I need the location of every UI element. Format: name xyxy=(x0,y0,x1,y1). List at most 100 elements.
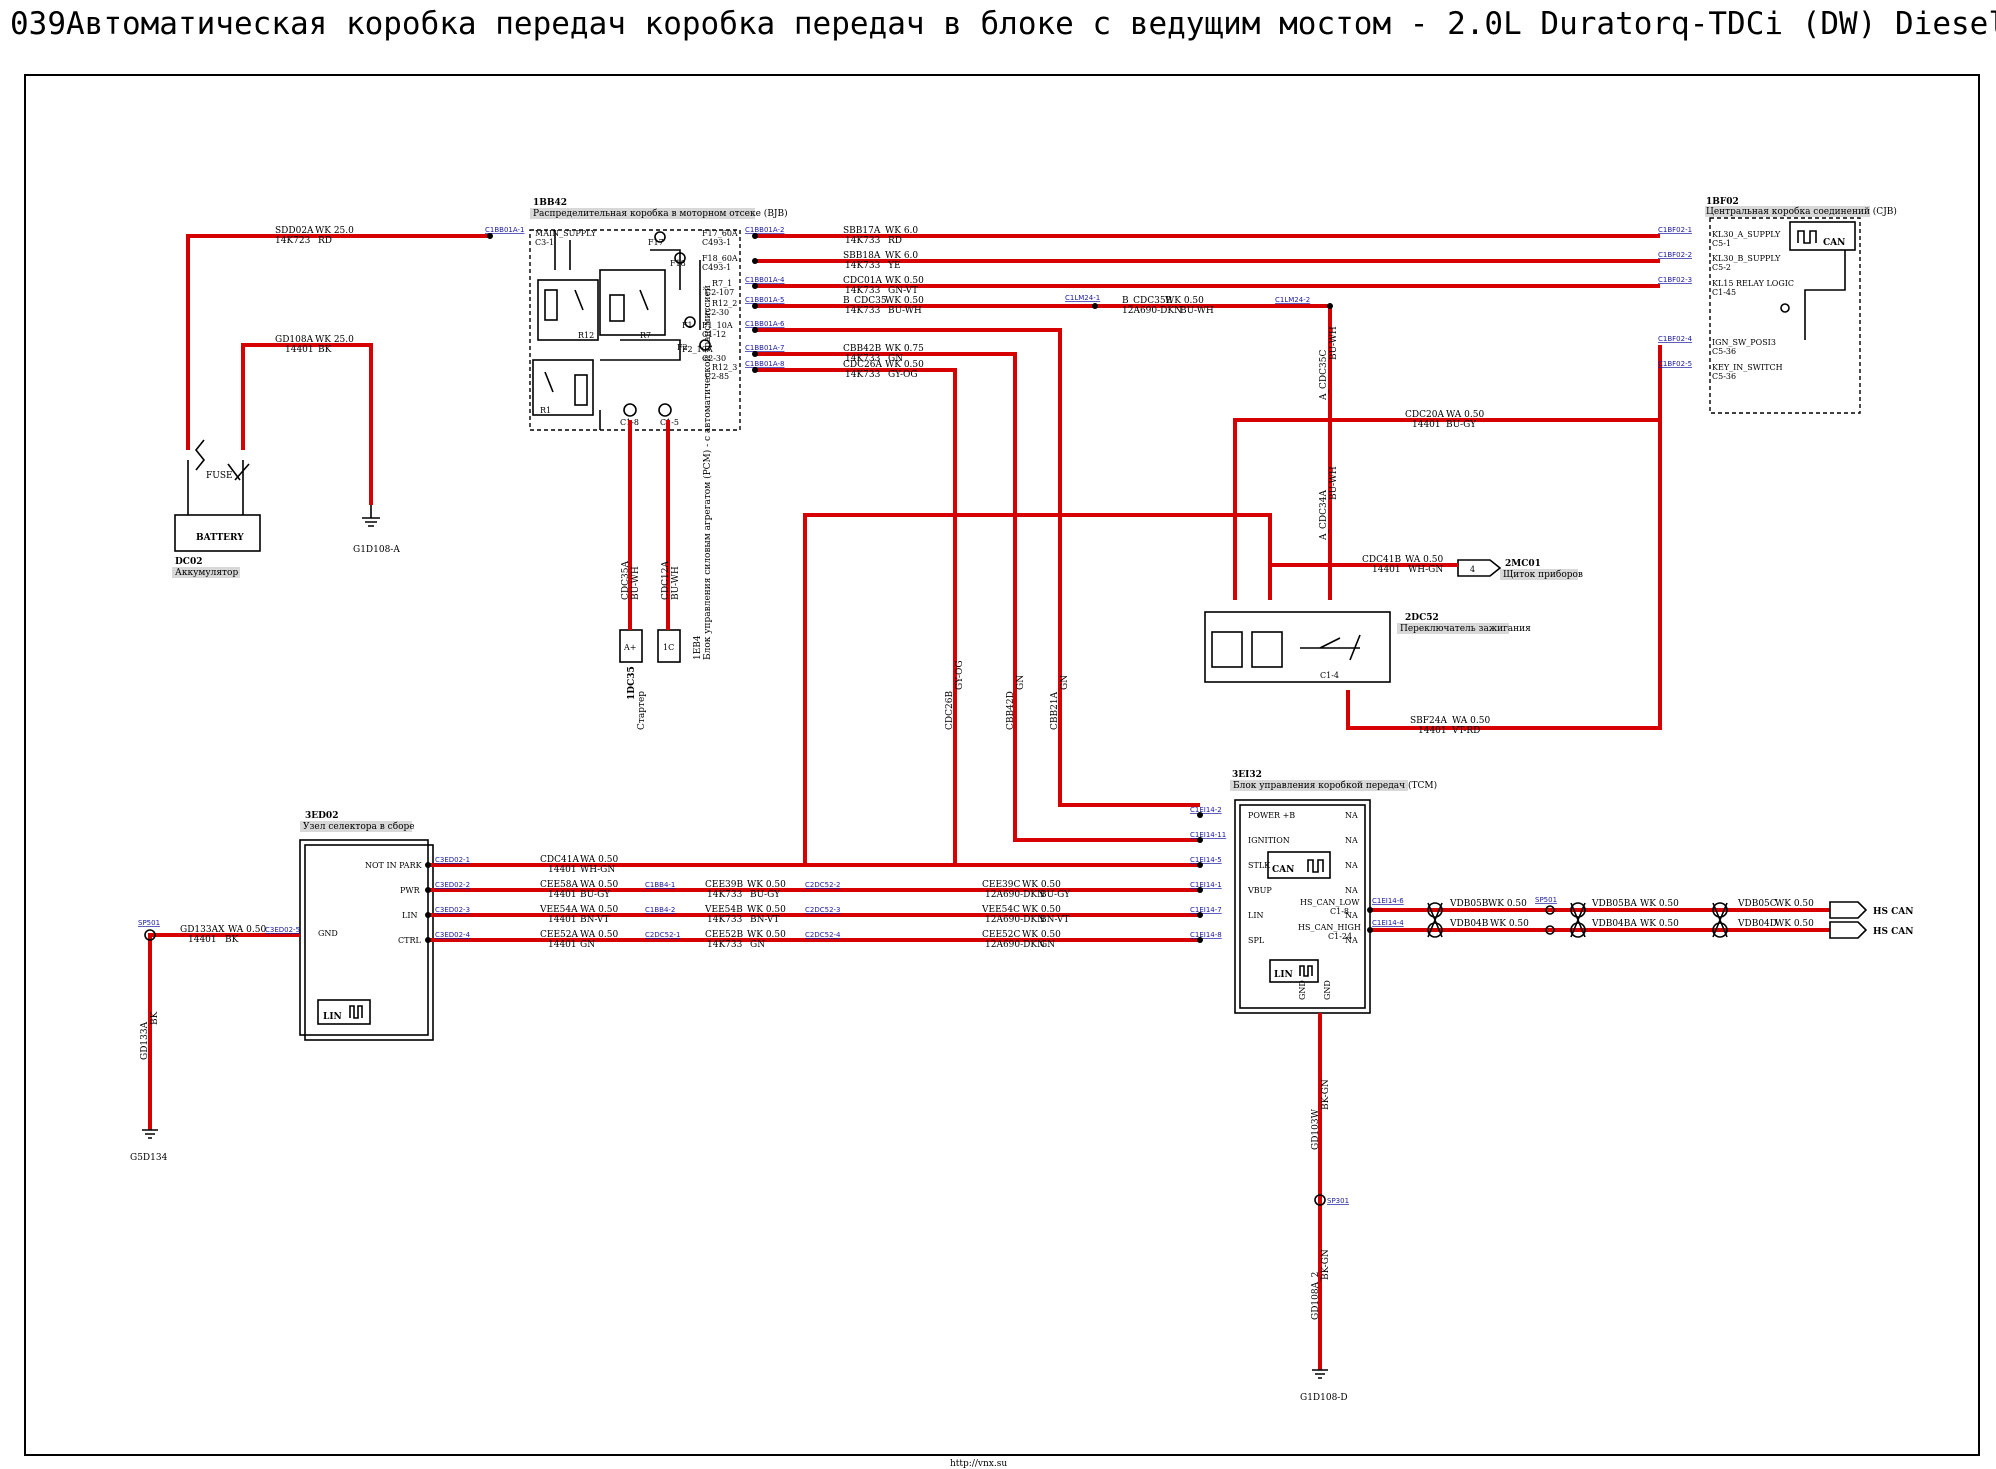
tcm-pin-spl: SPL xyxy=(1248,936,1265,945)
splice-sp501-a: SP501 xyxy=(138,919,160,927)
wire-code-25: 12A690-DKN xyxy=(985,915,1045,925)
bjb-pin-6: R7_1 xyxy=(712,279,732,288)
wire-spec-33: WK 0.50 xyxy=(1488,899,1527,909)
wire-label-24: VEE54B xyxy=(704,905,743,915)
cjb-pin-8: KEY_IN_SWITCH xyxy=(1712,363,1783,372)
wire-spec-36: WK 0.50 xyxy=(1640,919,1679,929)
bjb-inner-5: F17 xyxy=(648,238,664,247)
cjb-pin-3: C5-2 xyxy=(1712,263,1731,272)
wire-code-21: 14K733 xyxy=(707,890,743,900)
wire-code-6: 12A690-DKN xyxy=(1122,306,1182,316)
cjb-pin-2: KL30_B_SUPPLY xyxy=(1712,254,1781,263)
pcm-name: Блок управления силовым агрегатом (PCM) … xyxy=(702,285,713,660)
wire-code-22: 12A690-DKN xyxy=(985,890,1045,900)
wire-spec-7: WK 0.75 xyxy=(885,344,924,354)
selector-assembly: 3ED02 Узел селектора в сборе NOT IN PARK… xyxy=(299,811,434,1041)
instrument-cluster: 4 2MC01 Щиток приборов xyxy=(1457,559,1583,580)
wire-label-13: SBF24A xyxy=(1410,716,1447,726)
wire-code-4: 14K733 xyxy=(845,286,881,296)
wire-spec-25: WK 0.50 xyxy=(1022,905,1061,915)
wire-code-0: 14K723 xyxy=(275,236,311,246)
diagram-frame xyxy=(24,74,1980,1456)
wire-label-31: GD103W xyxy=(1311,1108,1321,1150)
starter-pcm-connectors: A+ 1C 1DC35 Стартер xyxy=(619,629,681,730)
wire-label-8: CDC26A xyxy=(843,360,882,370)
wire-spec-35: WK 0.50 xyxy=(1640,899,1679,909)
tcm-pin-c124: C1-24 xyxy=(1328,932,1352,941)
selector-pin-gnd: GND xyxy=(318,929,338,938)
wire-label-21: CEE39B xyxy=(705,880,743,890)
wire-color-20: BU-GY xyxy=(580,890,611,900)
conn-6: C1BB01A-8 xyxy=(745,360,784,368)
bjb-pin-7: C2-107 xyxy=(705,288,734,297)
svg-text:A+: A+ xyxy=(623,643,636,652)
wire-spec-3: WK 6.0 xyxy=(885,251,918,261)
conn-5: C1BB01A-7 xyxy=(745,344,784,352)
tcm-id: 3EI32 xyxy=(1232,770,1262,780)
wire-spec-13: WA 0.50 xyxy=(1452,716,1490,726)
wire-label-22: CEE39C xyxy=(982,880,1020,890)
conn-9: C1BF02-3 xyxy=(1658,276,1692,284)
wire-paths xyxy=(148,234,1830,1370)
cjb-can-label: CAN xyxy=(1823,238,1845,248)
cjb-pin-7: C5-36 xyxy=(1712,347,1736,356)
bjb-pin-8: R12_2 xyxy=(712,299,737,308)
tcm-lin-label: LIN xyxy=(1274,970,1293,980)
wire-spec-12: WA 0.50 xyxy=(1405,555,1443,565)
grounds: G5D134 G1D108-D xyxy=(130,1129,1348,1403)
ign-switch-id: 2DC52 xyxy=(1405,613,1439,623)
wire-label-30: GD133A xyxy=(140,1021,150,1060)
wire-color-19: WH-GN xyxy=(580,865,615,875)
wire-spec-29: WA 0.50 xyxy=(228,925,266,935)
cjb-name: Центральная коробка соединений (CJB) xyxy=(1706,206,1897,217)
wire-label-4: CDC01A xyxy=(843,276,882,286)
wire-color-23: BN-VT xyxy=(580,915,609,925)
wire-code-13: 14401 xyxy=(1418,726,1447,736)
conn-10: C1BF02-4 xyxy=(1658,335,1693,343)
wire-color-14: BU-WH xyxy=(631,566,641,600)
wire-label-11: A_CDC34A xyxy=(1319,490,1329,541)
cluster-pin: 4 xyxy=(1470,565,1475,574)
selector-pin-lin: LIN xyxy=(402,911,417,920)
selector-pin-ctrl: CTRL xyxy=(398,936,421,945)
wire-label-37: VDB05C xyxy=(1737,899,1777,909)
wire-code-27: 14K733 xyxy=(707,940,743,950)
bjb-id: 1BB42 xyxy=(533,198,567,208)
hscan-label-2: HS CAN xyxy=(1873,927,1914,937)
ground-g1d108a: G1D108-A xyxy=(353,545,400,555)
wire-label-36: VDB04BA xyxy=(1591,919,1637,929)
wire-label-38: VDB04D xyxy=(1737,919,1777,929)
wire-label-17: CBB42D xyxy=(1006,691,1016,730)
wire-label-14: CDC35A xyxy=(621,561,631,600)
wire-color-4: GN-VT xyxy=(888,286,918,296)
selector-pin-pwr: PWR xyxy=(400,886,421,895)
tcm-pin-hscanlow: HS_CAN_LOW xyxy=(1300,898,1360,907)
wire-spec-38: WK 0.50 xyxy=(1775,919,1814,929)
connector-links: C1BB01A-1 C1BB01A-2 C1BB01A-4 C1BB01A-5 … xyxy=(265,226,1693,939)
ign-switch-name: Переключатель зажигания xyxy=(1400,624,1531,634)
wire-code-3: 14K733 xyxy=(845,261,881,271)
connector-dots xyxy=(425,233,1373,943)
conn-30: C2DC52-1 xyxy=(645,931,681,939)
wire-spec-19: WA 0.50 xyxy=(580,855,618,865)
selector-lin-label: LIN xyxy=(323,1012,342,1022)
bjb-pin-10: F1_10A xyxy=(702,321,733,330)
svg-text:1C: 1C xyxy=(663,643,674,652)
wire-color-8: GY-OG xyxy=(888,370,918,380)
bjb-inner-0: R12 xyxy=(578,331,594,340)
conn-4: C1BB01A-6 xyxy=(745,320,785,328)
wire-color-32: BK-GN xyxy=(1321,1249,1331,1280)
wire-code-2: 14K733 xyxy=(845,236,881,246)
conn-28: C1BB4-1 xyxy=(645,881,675,889)
ground-g1d108d: G1D108-D xyxy=(1300,1393,1348,1403)
conn-16: C1EI14-2 xyxy=(1190,806,1222,814)
wire-spec-28: WK 0.50 xyxy=(1022,930,1061,940)
tcm-pin-gnd2: GND xyxy=(1323,980,1332,1000)
tcm-nc-1: NA xyxy=(1345,836,1358,845)
wire-color-1: BK xyxy=(318,345,332,355)
wire-spec-4: WK 0.50 xyxy=(885,276,924,286)
wire-color-30: BK xyxy=(150,1011,160,1025)
bjb-pin-13: C2-30 xyxy=(702,354,726,363)
wire-color-25: BN-VT xyxy=(1040,915,1069,925)
wire-spec-23: WA 0.50 xyxy=(580,905,618,915)
